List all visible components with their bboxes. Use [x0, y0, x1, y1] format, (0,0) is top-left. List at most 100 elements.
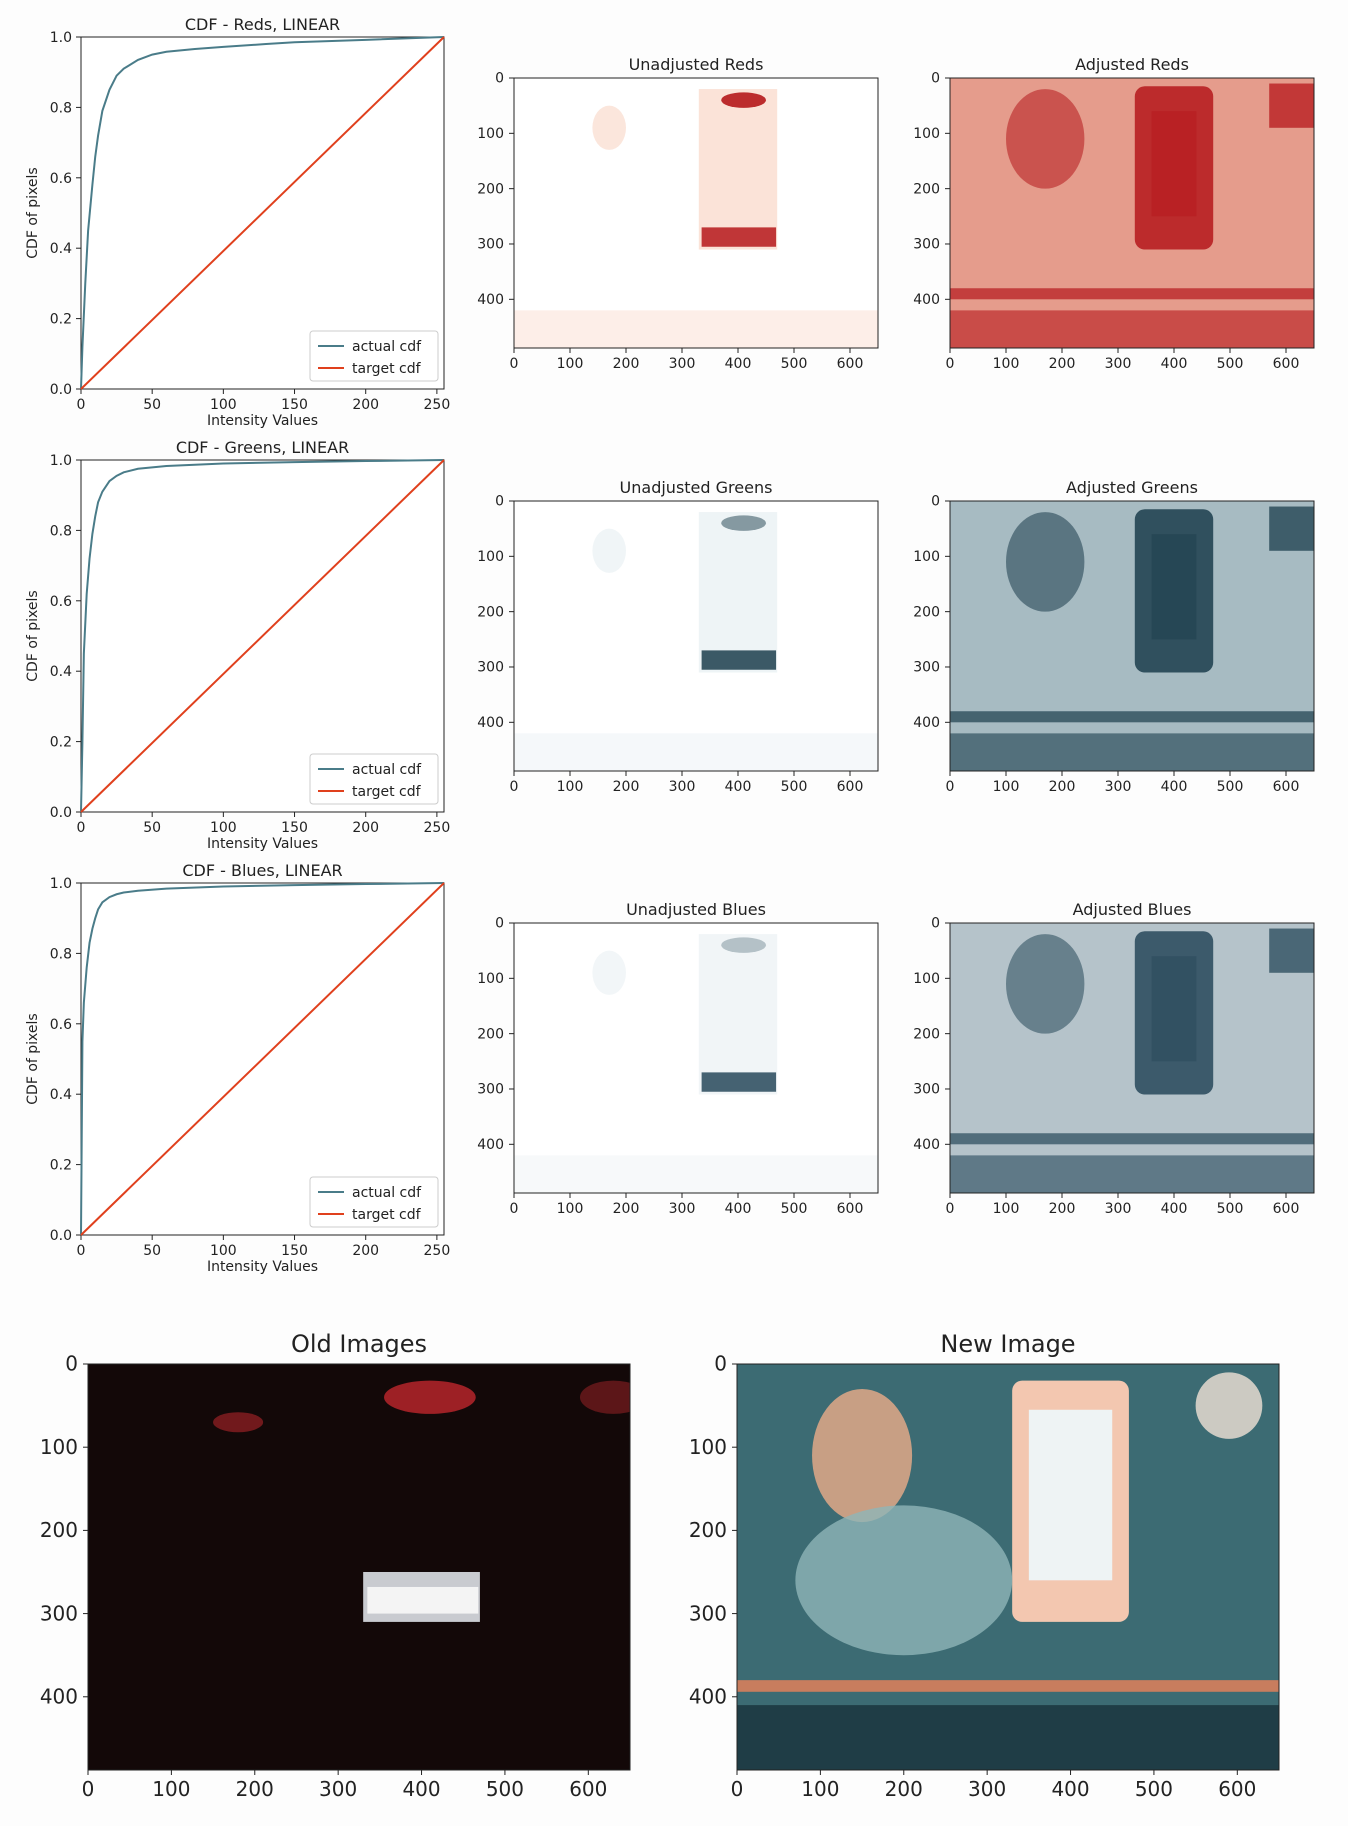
panel-light	[698, 512, 778, 673]
x-tick-label: 200	[352, 820, 379, 836]
floor-patch	[514, 1155, 878, 1193]
x-tick-label: 0	[77, 1243, 86, 1259]
x-tick-label: 250	[424, 1243, 451, 1259]
moon-box	[1195, 1372, 1263, 1439]
poster-inner	[1151, 111, 1197, 217]
y-tick-label: 0.6	[50, 1017, 72, 1033]
corner-box	[1269, 83, 1314, 128]
chart-title: CDF - Blues, LINEAR	[182, 861, 342, 880]
face-patch	[592, 950, 626, 995]
x-tick-label: 300	[669, 779, 696, 795]
image-frame	[513, 922, 879, 1194]
x-tick-label: 600	[837, 356, 864, 372]
image-content	[950, 923, 1314, 1193]
y-tick-label: 300	[40, 1601, 78, 1625]
x-tick-label: 500	[1135, 1777, 1173, 1801]
x-tick-label: 400	[1161, 779, 1188, 795]
x-tick-label: 600	[569, 1777, 607, 1801]
x-tick-label: 600	[1218, 1777, 1256, 1801]
x-tick-label: 0	[731, 1777, 744, 1801]
image-title: New Image	[940, 1330, 1075, 1358]
red-glow	[384, 1380, 476, 1414]
x-tick-label: 100	[210, 397, 237, 413]
y-tick-label: 100	[913, 126, 940, 142]
x-tick-label: 300	[319, 1777, 357, 1801]
y-tick-label: 0	[495, 71, 504, 87]
y-tick-label: 0.4	[50, 241, 72, 257]
image-title: Unadjusted Greens	[620, 478, 773, 497]
x-axis-label: Intensity Values	[207, 1259, 318, 1275]
image-title: Adjusted Reds	[1075, 55, 1189, 74]
top-spot	[721, 937, 766, 953]
x-tick-label: 300	[669, 1201, 696, 1217]
poster-inner	[1151, 956, 1197, 1062]
face	[812, 1388, 913, 1523]
x-tick-label: 200	[352, 397, 379, 413]
x-tick-label: 400	[1161, 356, 1188, 372]
floor	[737, 1705, 1279, 1770]
x-tick-label: 400	[1161, 1201, 1188, 1217]
image-title: Adjusted Greens	[1066, 478, 1198, 497]
x-tick-label: 0	[946, 356, 955, 372]
y-tick-label: 0	[495, 494, 504, 510]
tone-overlay	[950, 923, 1314, 1193]
y-tick-label: 1.0	[50, 453, 72, 469]
image-background	[514, 923, 878, 1193]
y-tick-label: 100	[913, 549, 940, 565]
y-tick-label: 200	[477, 1026, 504, 1042]
top-spot	[721, 515, 766, 531]
x-tick-label: 600	[837, 1201, 864, 1217]
corner-box	[1269, 506, 1314, 551]
x-tick-label: 0	[510, 1201, 519, 1217]
series-line-target-cdf	[80, 36, 445, 390]
poster-inner	[1151, 534, 1197, 640]
y-tick-label: 0.0	[50, 1228, 72, 1244]
x-tick-label: 500	[781, 1201, 808, 1217]
figure-shape	[1005, 934, 1085, 1034]
y-tick-label: 100	[477, 549, 504, 565]
x-tick-label: 200	[885, 1777, 923, 1801]
x-tick-label: 200	[352, 1243, 379, 1259]
face-patch	[592, 105, 626, 150]
rail	[737, 1680, 1279, 1692]
image-content	[514, 501, 878, 771]
x-tick-label: 150	[281, 820, 308, 836]
y-tick-label: 300	[477, 660, 504, 676]
legend-label: target cdf	[352, 361, 422, 377]
y-axis-label: CDF of pixels	[25, 1013, 41, 1104]
tone-overlay	[950, 501, 1314, 771]
x-axis-label: Intensity Values	[207, 836, 318, 852]
series-line-actual-cdf	[80, 459, 445, 813]
y-tick-label: 200	[913, 1026, 940, 1042]
y-tick-label: 0.8	[50, 100, 72, 116]
x-tick-label: 500	[781, 356, 808, 372]
panel-light	[698, 934, 778, 1095]
image-content	[737, 1364, 1279, 1770]
x-tick-label: 0	[946, 779, 955, 795]
image-content	[950, 501, 1314, 771]
image-frame	[736, 1363, 1280, 1771]
x-tick-label: 200	[236, 1777, 274, 1801]
y-tick-label: 400	[477, 292, 504, 308]
y-tick-label: 400	[913, 1137, 940, 1153]
x-tick-label: 100	[557, 779, 584, 795]
red-edge	[579, 1380, 630, 1414]
x-tick-label: 500	[1217, 1201, 1244, 1217]
x-tick-label: 100	[801, 1777, 839, 1801]
x-tick-label: 0	[77, 397, 86, 413]
image-content	[950, 78, 1314, 348]
x-axis-label: Intensity Values	[207, 413, 318, 429]
y-tick-label: 300	[477, 237, 504, 253]
y-tick-label: 0.0	[50, 805, 72, 821]
y-tick-label: 0	[714, 1352, 727, 1376]
image-title: Old Images	[291, 1330, 427, 1358]
corner-box	[1269, 928, 1314, 973]
x-tick-label: 100	[152, 1777, 190, 1801]
y-axis-label: CDF of pixels	[25, 590, 41, 681]
